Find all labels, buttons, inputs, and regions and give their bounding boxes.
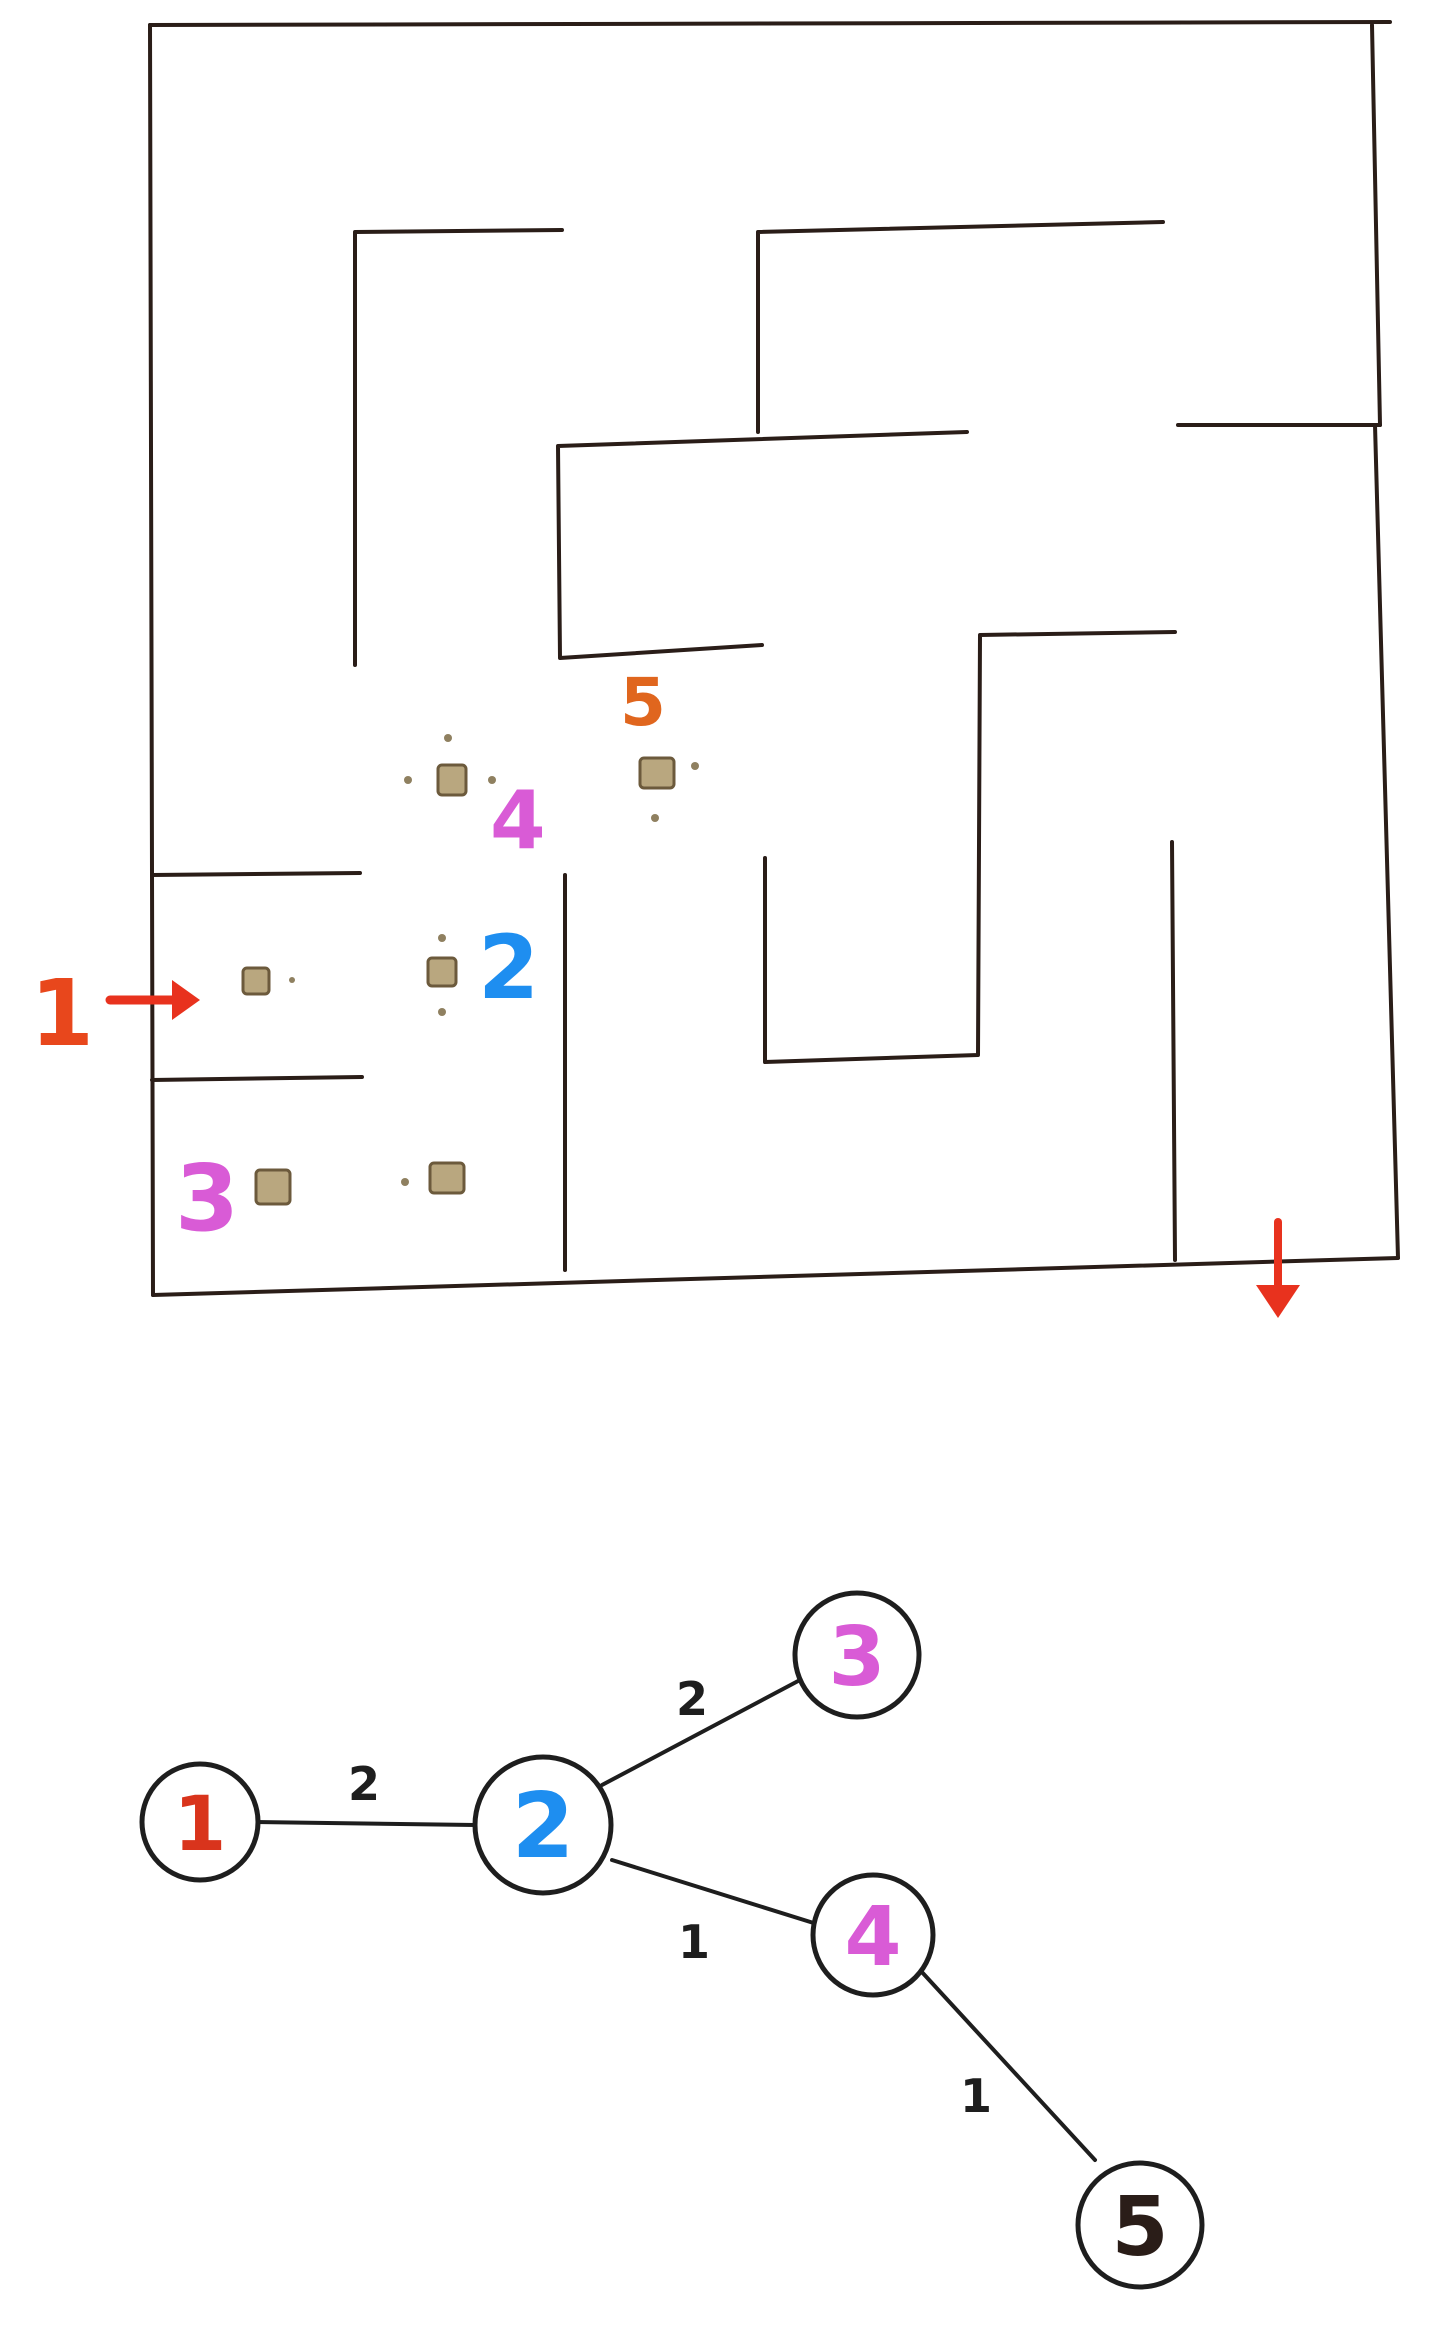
marker-dot — [438, 1008, 446, 1016]
marker-cell-3b — [428, 1161, 466, 1195]
edge-weight-2-4: 1 — [678, 1915, 710, 1969]
maze-wall — [763, 630, 1177, 1064]
maze-wall — [150, 1075, 364, 1082]
marker-dot — [651, 814, 659, 822]
maze-label-4: 4 — [490, 774, 546, 867]
marker-cell-2 — [426, 956, 458, 988]
graph-node-5: 5 — [1075, 2160, 1205, 2290]
arrow-down-icon — [1256, 1218, 1300, 1318]
maze-label-3: 3 — [175, 1145, 239, 1252]
maze-label-5: 5 — [620, 664, 666, 741]
graph-node-5-label: 5 — [1111, 2180, 1168, 2275]
maze-wall — [150, 871, 362, 877]
edge-4-5 — [918, 1968, 1097, 2162]
marker-dot — [401, 1178, 409, 1186]
edge-weight-1-2: 2 — [348, 1757, 380, 1811]
maze-label-1: 1 — [30, 960, 94, 1067]
marker-cell-4 — [436, 763, 468, 797]
graph-node-2-label: 2 — [512, 1774, 575, 1879]
graph-node-4: 4 — [810, 1872, 936, 1998]
marker-dot — [404, 776, 412, 784]
marker-dot — [289, 977, 295, 983]
marker-dot — [488, 776, 496, 784]
edge-weight-4-5: 1 — [960, 2069, 992, 2123]
graph-node-1: 1 — [139, 1761, 261, 1883]
graph-node-4-label: 4 — [844, 1890, 901, 1985]
maze-outer-wall-right-lower — [1373, 423, 1400, 1260]
maze-wall — [1170, 840, 1177, 1262]
maze-wall — [756, 220, 1165, 434]
graph-node-3-label: 3 — [828, 1610, 885, 1705]
edge-1-2 — [253, 1820, 477, 1827]
marker-cell-5 — [638, 756, 676, 790]
arrow-right-icon — [105, 980, 200, 1020]
maze-markers — [241, 734, 699, 1206]
maze-wall — [556, 430, 969, 660]
graph-node-2: 2 — [472, 1754, 614, 1896]
maze-label-2: 2 — [478, 916, 539, 1019]
marker-cell-1 — [241, 966, 271, 996]
maze-outer-wall-top — [148, 20, 1392, 27]
maze-wall — [353, 228, 564, 667]
graph-node-1-label: 1 — [174, 1779, 227, 1868]
maze-outer-wall-right-upper — [1370, 23, 1382, 427]
graph: 2 2 1 1 1 2 3 4 5 — [139, 1590, 1205, 2290]
marker-dot — [691, 762, 699, 770]
maze-outer-wall-bottom — [151, 1256, 1400, 1297]
maze-outer-wall-left — [148, 23, 155, 1297]
maze: 1 2 3 4 5 — [30, 20, 1400, 1318]
marker-dot — [444, 734, 452, 742]
graph-node-3: 3 — [792, 1590, 922, 1720]
marker-cell-3 — [254, 1168, 292, 1206]
edge-2-3 — [600, 1678, 802, 1787]
edge-2-4 — [610, 1858, 822, 1927]
edge-weight-2-3: 2 — [676, 1672, 708, 1726]
marker-dot — [438, 934, 446, 942]
